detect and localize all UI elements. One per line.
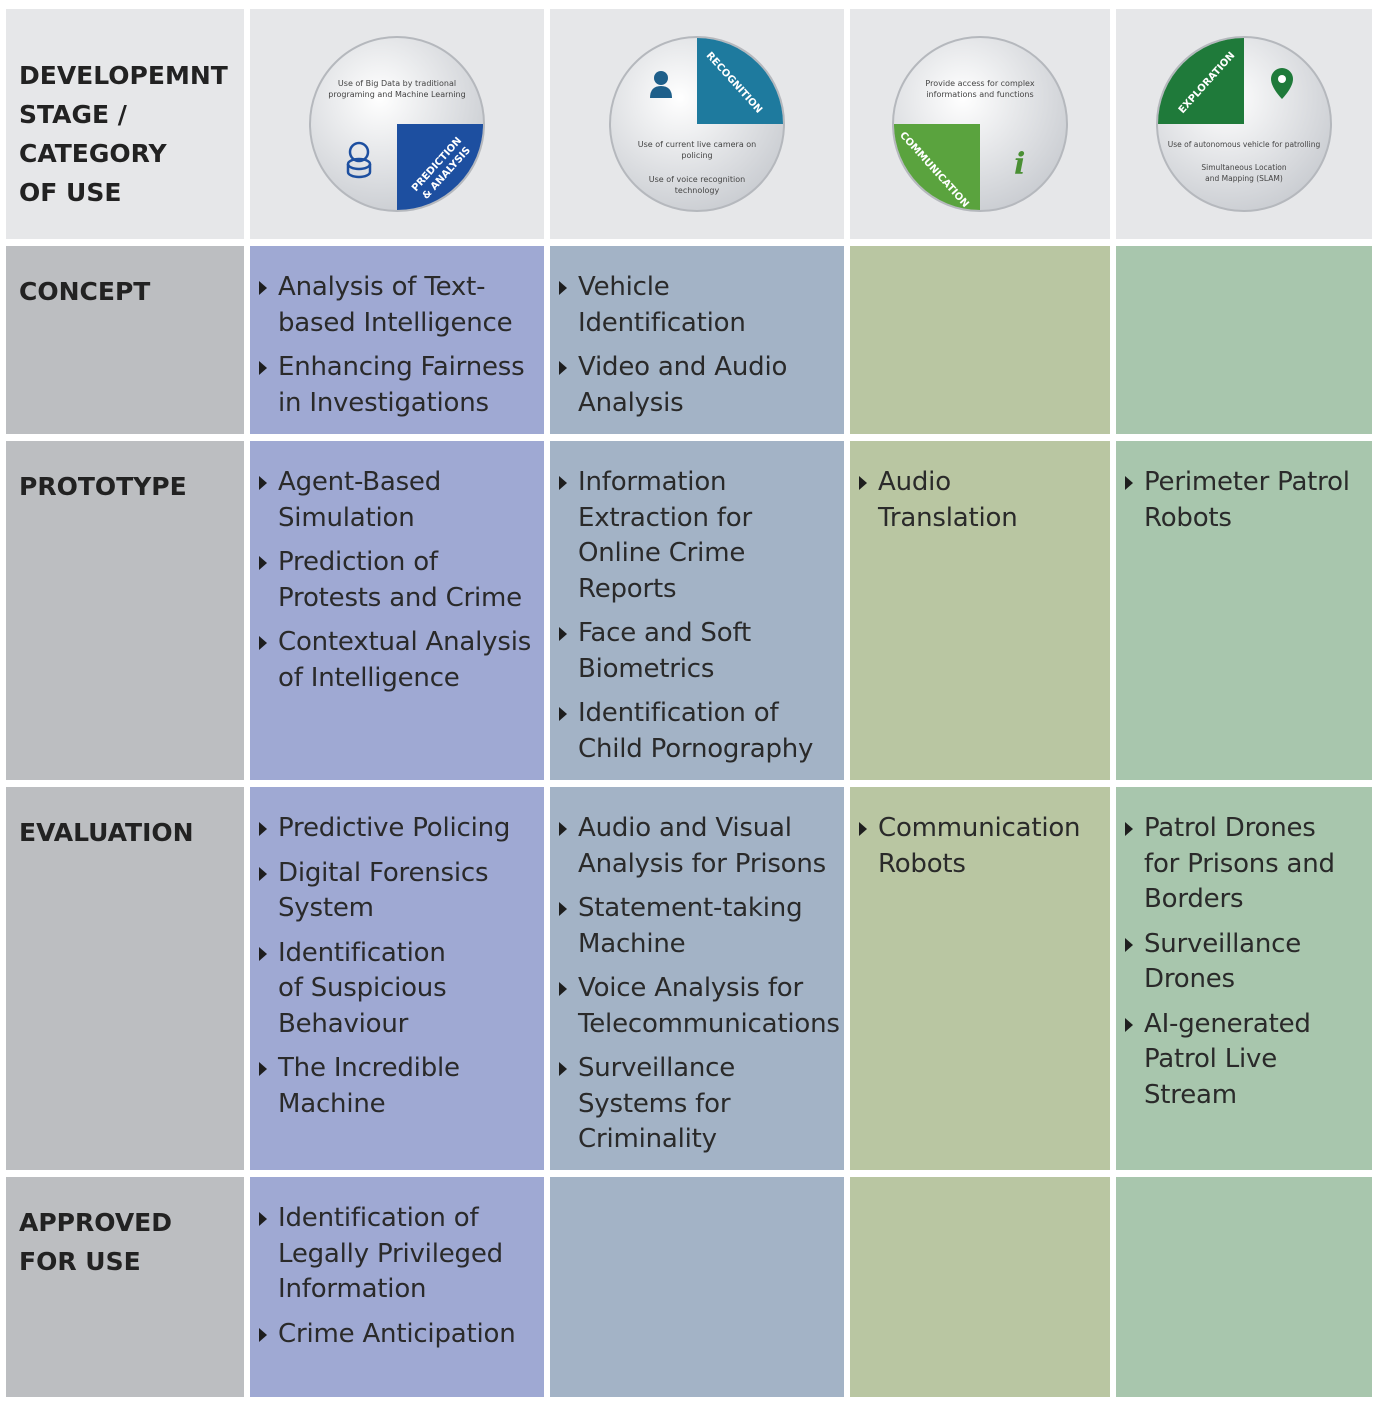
prediction-caption-2: programing and Machine Learning [328, 90, 465, 99]
item-list: Communication Robots [850, 787, 1110, 882]
recognition-caption-4: technology [675, 186, 720, 195]
list-item: Vehicle Identification [559, 270, 836, 341]
item-list: Analysis of Text- based Intelligence Enh… [250, 246, 544, 421]
recognition-caption-1: Use of current live camera on [638, 140, 757, 149]
list-item: Patrol Drones for Prisons and Borders [1125, 811, 1364, 918]
exploration-quadrant [1158, 38, 1244, 124]
prediction-quadrant [397, 124, 483, 210]
list-item: Video and Audio Analysis [559, 350, 836, 421]
list-item: AI-generated Patrol Live Stream [1125, 1007, 1364, 1114]
communication-caption-2: informations and functions [926, 90, 1033, 99]
list-item: Face and Soft Biometrics [559, 616, 836, 687]
list-item: Digital Forensics System [259, 856, 536, 927]
stage-label-evaluation: EVALUATION [19, 818, 194, 847]
header-communication: Provide access for complex informations … [850, 9, 1110, 239]
cell-approved-communication [850, 1177, 1110, 1397]
header-recognition: RECOGNITION Use of current live camera o… [550, 9, 844, 239]
cell-approved-exploration [1116, 1177, 1372, 1397]
communication-caption-1: Provide access for complex [925, 79, 1034, 88]
list-item: Voice Analysis for Telecommunications [559, 971, 840, 1042]
list-item: Contextual Analysis of Intelligence [259, 625, 536, 696]
item-list: Patrol Drones for Prisons and Borders Su… [1116, 787, 1372, 1113]
recognition-badge: RECOGNITION Use of current live camera o… [607, 34, 787, 214]
list-item: Surveillance Systems for Criminality [559, 1051, 836, 1158]
cell-prototype-prediction: Agent-Based Simulation Prediction of Pro… [250, 441, 544, 780]
recognition-caption-3: Use of voice recognition [649, 175, 745, 184]
location-pin-icon [1271, 68, 1293, 99]
recognition-caption-2: policing [681, 151, 712, 160]
list-item: Analysis of Text- based Intelligence [259, 270, 536, 341]
row-label-cell: EVALUATION [6, 787, 244, 1170]
cell-evaluation-prediction: Predictive Policing Digital Forensics Sy… [250, 787, 544, 1170]
info-icon: i [1014, 147, 1025, 182]
item-list: Audio and Visual Analysis for Prisons St… [550, 787, 844, 1158]
cell-approved-prediction: Identification of Legally Privileged Inf… [250, 1177, 544, 1397]
person-icon [650, 71, 672, 98]
list-item: Predictive Policing [259, 811, 536, 847]
stage-label-concept: CONCEPT [19, 277, 151, 306]
exploration-caption-2: Simultaneous Location [1201, 163, 1286, 172]
list-item: Information Extraction for Online Crime … [559, 465, 836, 607]
exploration-caption-1: Use of autonomous vehicle for patrolling [1168, 140, 1321, 149]
cell-concept-communication [850, 246, 1110, 434]
cell-concept-exploration [1116, 246, 1372, 434]
cell-evaluation-communication: Communication Robots [850, 787, 1110, 1170]
item-list: Identification of Legally Privileged Inf… [250, 1177, 544, 1352]
corner-header-cell: DEVELOPEMNT STAGE / CATEGORY OF USE [6, 9, 244, 239]
item-list: Predictive Policing Digital Forensics Sy… [250, 787, 544, 1122]
corner-label: DEVELOPEMNT STAGE / CATEGORY OF USE [19, 61, 228, 207]
list-item: Identification of Legally Privileged Inf… [259, 1201, 536, 1308]
row-label-cell: APPROVED FOR USE [6, 1177, 244, 1397]
cell-concept-prediction: Analysis of Text- based Intelligence Enh… [250, 246, 544, 434]
coins-icon [346, 141, 372, 179]
list-item: Audio and Visual Analysis for Prisons [559, 811, 836, 882]
prediction-analysis-badge: Use of Big Data by traditional programin… [307, 34, 487, 214]
list-item: Prediction of Protests and Crime [259, 545, 536, 616]
item-list: Information Extraction for Online Crime … [550, 441, 844, 767]
list-item: Surveillance Drones [1125, 927, 1364, 998]
cell-prototype-recognition: Information Extraction for Online Crime … [550, 441, 844, 780]
item-list: Perimeter Patrol Robots [1116, 441, 1372, 536]
cell-approved-recognition [550, 1177, 844, 1397]
stage-label-approved: APPROVED FOR USE [19, 1208, 173, 1276]
row-label-cell: PROTOTYPE [6, 441, 244, 780]
list-item: The Incredible Machine [259, 1051, 536, 1122]
list-item: Identification of Child Pornography [559, 696, 836, 767]
item-list: Vehicle Identification Video and Audio A… [550, 246, 844, 421]
cell-prototype-communication: Audio Translation [850, 441, 1110, 780]
row-label-cell: CONCEPT [6, 246, 244, 434]
item-list: Audio Translation [850, 441, 1110, 536]
item-list: Agent-Based Simulation Prediction of Pro… [250, 441, 544, 696]
cell-evaluation-exploration: Patrol Drones for Prisons and Borders Su… [1116, 787, 1372, 1170]
list-item: Agent-Based Simulation [259, 465, 536, 536]
communication-badge: Provide access for complex informations … [890, 34, 1070, 214]
cell-concept-recognition: Vehicle Identification Video and Audio A… [550, 246, 844, 434]
exploration-caption-3: and Mapping (SLAM) [1205, 174, 1283, 183]
list-item: Perimeter Patrol Robots [1125, 465, 1364, 536]
cell-evaluation-recognition: Audio and Visual Analysis for Prisons St… [550, 787, 844, 1170]
exploration-badge: EXPLORATION Use of autonomous vehicle fo… [1154, 34, 1334, 214]
list-item: Statement-taking Machine [559, 891, 836, 962]
list-item: Communication Robots [859, 811, 1102, 882]
list-item: Crime Anticipation [259, 1317, 536, 1353]
list-item: Enhancing Fairness in Investigations [259, 350, 536, 421]
prediction-caption-1: Use of Big Data by traditional [338, 79, 456, 88]
header-prediction-analysis: Use of Big Data by traditional programin… [250, 9, 544, 239]
list-item: Audio Translation [859, 465, 1102, 536]
header-exploration: EXPLORATION Use of autonomous vehicle fo… [1116, 9, 1372, 239]
recognition-quadrant [697, 38, 783, 124]
development-stage-table: DEVELOPEMNT STAGE / CATEGORY OF USE Use … [6, 9, 1372, 1397]
cell-prototype-exploration: Perimeter Patrol Robots [1116, 441, 1372, 780]
list-item: Identification of Suspicious Behaviour [259, 936, 536, 1043]
stage-label-prototype: PROTOTYPE [19, 472, 187, 501]
